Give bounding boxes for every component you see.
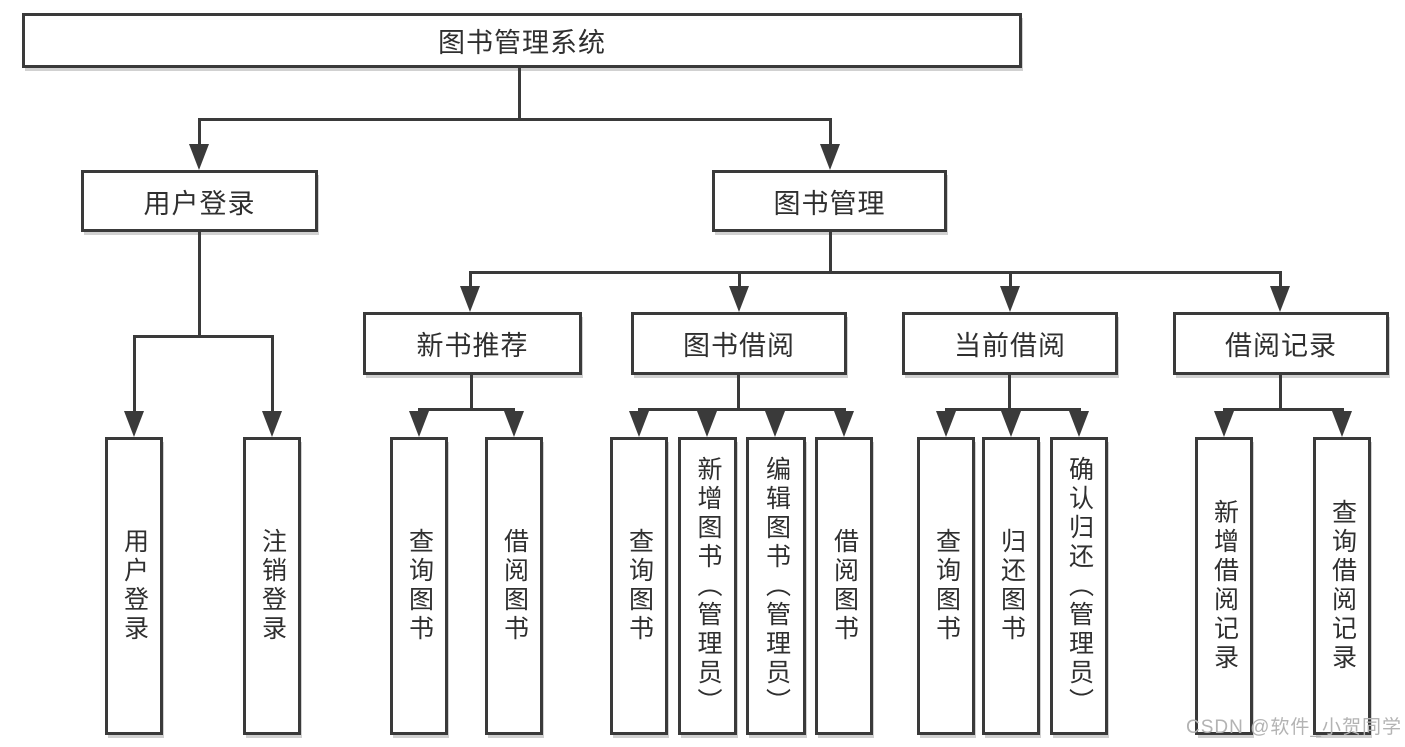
connector-line	[133, 335, 274, 338]
connector-line	[1008, 375, 1011, 411]
leaf-label: 查询图书	[405, 528, 434, 644]
leaf-add-books-admin: 新增图书（管理员）	[678, 437, 737, 735]
connector-line	[133, 335, 136, 417]
arrow-down-icon	[1069, 411, 1089, 437]
connector-line	[945, 408, 1081, 411]
arrow-down-icon	[409, 411, 429, 437]
connector-line	[738, 271, 741, 291]
connector-line	[198, 118, 832, 121]
node-root: 图书管理系统	[22, 13, 1022, 68]
leaf-return-books: 归还图书	[982, 437, 1040, 735]
node-user-login-label: 用户登录	[143, 188, 256, 219]
connector-line	[829, 232, 832, 274]
leaf-query-borrow-record: 查询借阅记录	[1313, 437, 1371, 735]
arrow-down-icon	[697, 411, 717, 437]
connector-line	[638, 408, 846, 411]
connector-line	[198, 118, 201, 148]
arrow-down-icon	[124, 411, 144, 437]
arrow-down-icon	[1270, 286, 1290, 312]
node-book-borrow: 图书借阅	[631, 312, 847, 375]
connector-line	[1279, 271, 1282, 291]
csdn-watermark: CSDN @软件_小贺同学	[1186, 717, 1402, 738]
connector-line	[1223, 408, 1344, 411]
node-book-mgmt: 图书管理	[712, 170, 947, 232]
leaf-borrow-books-1: 借阅图书	[485, 437, 543, 735]
leaf-label: 新增图书（管理员）	[694, 455, 722, 717]
arrow-down-icon	[834, 411, 854, 437]
leaf-label: 确认归还（管理员）	[1065, 455, 1094, 717]
leaf-label: 编辑图书（管理员）	[762, 455, 791, 717]
leaf-label: 查询借阅记录	[1328, 499, 1357, 673]
arrow-down-icon	[1332, 411, 1352, 437]
arrow-down-icon	[1214, 411, 1234, 437]
node-borrow-records: 借阅记录	[1173, 312, 1389, 375]
node-book-borrow-label: 图书借阅	[683, 331, 795, 361]
leaf-label: 注销登录	[258, 528, 287, 644]
connector-line	[271, 335, 274, 417]
connector-line	[1279, 375, 1282, 411]
arrow-down-icon	[629, 411, 649, 437]
node-new-books: 新书推荐	[363, 312, 582, 375]
arrow-down-icon	[189, 144, 209, 170]
leaf-label: 用户登录	[120, 528, 149, 644]
node-user-login: 用户登录	[81, 170, 318, 232]
arrow-down-icon	[504, 411, 524, 437]
leaf-query-books-3: 查询图书	[917, 437, 975, 735]
leaf-query-books-1: 查询图书	[390, 437, 448, 735]
leaf-label: 借阅图书	[830, 528, 859, 644]
leaf-label: 新增借阅记录	[1210, 499, 1239, 673]
arrow-down-icon	[262, 411, 282, 437]
node-current-borrow-label: 当前借阅	[954, 331, 1066, 361]
connector-line	[737, 375, 740, 411]
arrow-down-icon	[820, 144, 840, 170]
node-borrow-records-label: 借阅记录	[1225, 331, 1337, 361]
connector-line	[418, 408, 515, 411]
node-root-label: 图书管理系统	[438, 28, 606, 58]
connector-line	[469, 271, 1282, 274]
arrow-down-icon	[936, 411, 956, 437]
connector-line	[469, 271, 472, 291]
connector-line	[829, 118, 832, 148]
leaf-label: 借阅图书	[500, 528, 529, 644]
leaf-label: 查询图书	[932, 528, 961, 644]
node-new-books-label: 新书推荐	[416, 331, 529, 361]
arrow-down-icon	[1001, 411, 1021, 437]
connector-line	[198, 232, 201, 338]
leaf-label: 归还图书	[997, 528, 1026, 644]
leaf-label: 查询图书	[625, 528, 654, 644]
node-book-mgmt-label: 图书管理	[773, 188, 886, 219]
arrow-down-icon	[1000, 286, 1020, 312]
leaf-edit-books-admin: 编辑图书（管理员）	[746, 437, 806, 735]
leaf-borrow-books-2: 借阅图书	[815, 437, 873, 735]
leaf-add-borrow-record: 新增借阅记录	[1195, 437, 1253, 735]
arrow-down-icon	[765, 411, 785, 437]
leaf-logout: 注销登录	[243, 437, 301, 735]
arrow-down-icon	[729, 286, 749, 312]
leaf-query-books-2: 查询图书	[610, 437, 668, 735]
node-current-borrow: 当前借阅	[902, 312, 1118, 375]
leaf-confirm-return-admin: 确认归还（管理员）	[1050, 437, 1108, 735]
arrow-down-icon	[460, 286, 480, 312]
connector-line	[1009, 271, 1012, 291]
leaf-user-login: 用户登录	[105, 437, 163, 735]
connector-line	[470, 375, 473, 411]
connector-line	[518, 68, 521, 120]
